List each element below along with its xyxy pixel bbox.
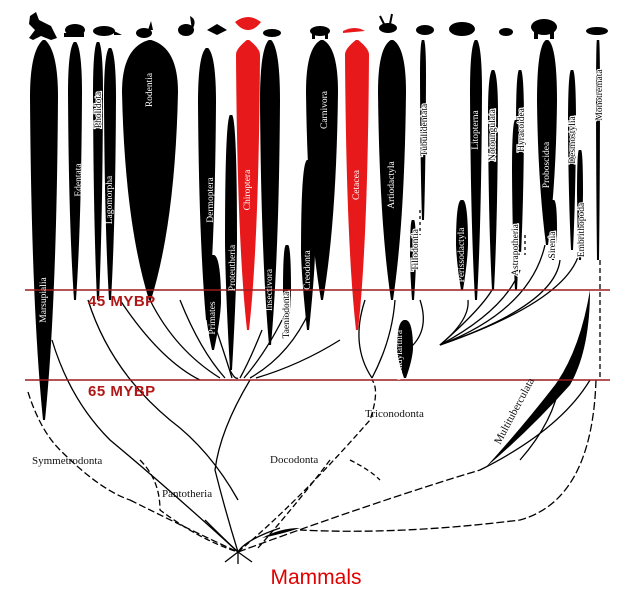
lineage-pholidota [93,42,103,300]
order-label-rodentia: Rodentia [145,72,155,107]
shrew-icon [263,29,281,37]
lineage-artiodactyla [378,40,406,300]
order-label-proboscidea: Proboscidea [542,141,552,188]
order-label-pholidota: Pholidota [94,91,104,128]
lineage-perissodactyla [456,200,468,290]
rabbit-icon [136,21,153,38]
order-label-desmostylia: Desmostylia [568,115,578,163]
lineage-cetacea [345,40,369,330]
group-label-symmetrodonta: Symmetrodonta [32,455,102,467]
order-label-embrithopoda: Embrithopoda [577,202,587,257]
elephant-icon [531,19,557,39]
lineage-tillodontia [410,220,416,300]
lineage-proteutheria [225,115,237,370]
lineage-lagomorpha [104,48,116,300]
lineage-desmostylia [568,70,576,250]
lineage-multituberculata [485,290,590,468]
lineage-notoungulata [488,70,498,290]
order-label-notoungulata: Notoungulata [488,108,498,160]
lineage-edentata [68,42,82,300]
order-label-tillodontia: Tillodontia [411,228,421,271]
order-label-proteutheria: Proteutheria [228,244,238,291]
order-label-sirenia: Sirenia [548,231,558,259]
lineage-hyracoidea [516,70,524,255]
colugo-icon [207,24,227,35]
group-label-docodonta: Docodonta [270,454,318,466]
lineage-dermoptera [198,48,216,320]
group-label-pantotheria: Pantotheria [162,488,212,500]
deer-icon [379,13,397,33]
silhouette-row [29,12,608,40]
lineage-proboscidea [537,40,557,245]
time-label-65: 65 MYBP [88,383,156,400]
lineage-condylarthra [397,320,413,378]
order-label-artiodactyla: Artiodactyla [387,160,397,208]
order-label-marsupialia: Marsupialia [39,277,49,323]
lineage-root-lens [262,528,300,538]
ancestral-branches [27,210,601,553]
order-label-lagomorpha: Lagomorpha [105,175,115,224]
pangolin-icon [93,26,122,36]
root-title: Mammals [270,566,362,589]
lineage-carnivora [306,40,338,300]
lineage-primates [205,255,221,350]
order-label-condylarthra: Condylarthra [395,329,405,380]
order-label-creodonta: Creodonta [303,249,313,289]
lineage-sirenia [549,200,557,260]
order-label-taeniodonta: Taeniodonta [282,291,292,339]
time-markers: 45 MYBP 65 MYBP [25,289,610,400]
order-label-perissodactyla: Perissodactyla [457,227,467,283]
aardvark-icon [416,25,434,35]
order-label-tubulidentata: Tubulidentata [420,103,430,156]
order-label-carnivora: Carnivora [320,90,330,129]
order-label-chiroptera: Chiroptera [243,169,253,210]
lineage-rodentia [122,40,178,300]
carnivore-icon [310,26,330,39]
armadillo-icon [64,24,85,37]
lineage-spindles [30,40,600,538]
rodent-icon [178,16,195,36]
order-label-edentata: Edentata [74,163,84,197]
lineage-insectivora [260,40,280,345]
order-label-astrapotheria: Astrapotheria [511,223,521,275]
lineage-marsupialia [30,40,58,420]
bat-icon [235,17,261,30]
order-label-primates: Primates [208,301,218,335]
manatee-icon [586,27,608,35]
rhino-icon [449,22,475,36]
order-label-monotremata: Monotremata [595,69,605,121]
lineage-monotremata [596,40,600,260]
order-label-litopterna: Litopterna [471,109,481,149]
hyrax-icon [499,28,513,36]
root-node [224,551,253,564]
lineage-tubulidentata [420,40,426,220]
lineage-chiroptera [236,40,260,330]
lineage-litopterna [470,40,482,300]
time-label-45: 45 MYBP [88,293,156,310]
group-label-triconodonta: Triconodonta [365,408,424,420]
lineage-embrithopoda [577,150,583,260]
order-label-insectivora: Insectivora [265,268,275,311]
order-label-hyracoidea: Hyracoidea [517,107,527,152]
kangaroo-icon [29,12,57,40]
whale-icon [343,28,365,33]
order-label-dermoptera: Dermoptera [206,177,216,223]
order-label-cetacea: Cetacea [352,169,362,200]
